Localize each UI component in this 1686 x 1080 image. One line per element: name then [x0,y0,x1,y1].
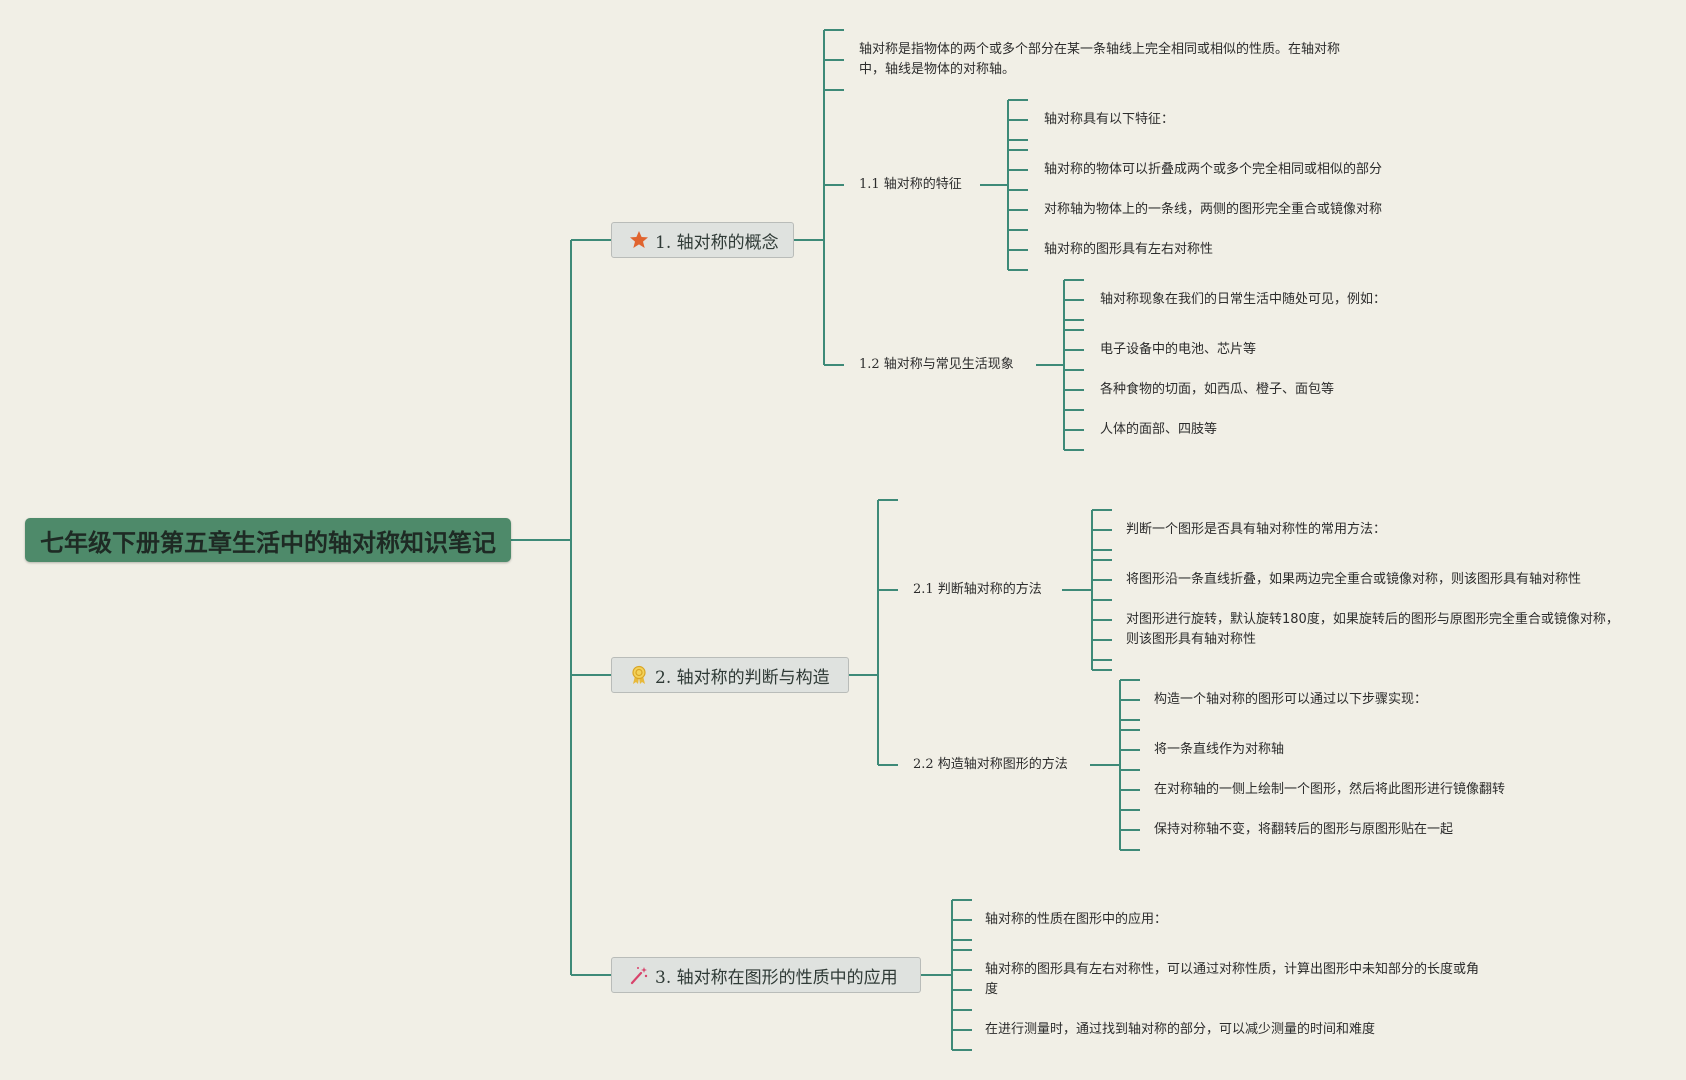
branch-2-label: 2. 轴对称的判断与构造 [655,667,830,688]
branch-3-item[interactable]: 在进行测量时，通过找到轴对称的部分，可以减少测量的时间和难度 [985,1022,1376,1037]
root-title: 七年级下册第五章生活中的轴对称知识笔记 [40,527,496,557]
subtopic-2-2-item[interactable]: 构造一个轴对称的图形可以通过以下步骤实现： [1154,692,1428,707]
subtopic-2-1-item[interactable]: 判断一个图形是否具有轴对称性的常用方法： [1126,522,1387,537]
subtopic-2-1-item[interactable]: 对图形进行旋转，默认旋转180度，如果旋转后的图形与原图形完全重合或镜像对称，则… [1126,612,1619,647]
root-topic[interactable]: 七年级下册第五章生活中的轴对称知识笔记 [25,518,511,562]
branch-3-label: 3. 轴对称在图形的性质中的应用 [655,967,898,988]
branch-2-topic[interactable]: 2. 轴对称的判断与构造 [611,657,849,693]
subtopic-1-1-item[interactable]: 轴对称具有以下特征： [1044,112,1175,127]
subtopic-2-2[interactable]: 2.2 构造轴对称图形的方法 [913,757,1068,772]
branch-3-topic[interactable]: 3. 轴对称在图形的性质中的应用 [611,957,921,993]
subtopic-1-2-item[interactable]: 各种食物的切面，如西瓜、橙子、面包等 [1100,382,1335,397]
branch-1-intro[interactable]: 轴对称是指物体的两个或多个部分在某一条轴线上完全相同或相似的性质。在轴对称中，轴… [859,42,1341,77]
subtopic-2-1-item[interactable]: 将图形沿一条直线折叠，如果两边完全重合或镜像对称，则该图形具有轴对称性 [1126,572,1582,587]
award-ribbon-icon [629,665,649,685]
subtopic-2-1[interactable]: 2.1 判断轴对称的方法 [913,582,1042,597]
subtopic-1-2[interactable]: 1.2 轴对称与常见生活现象 [859,357,1014,372]
subtopic-2-2-item[interactable]: 将一条直线作为对称轴 [1154,742,1285,757]
subtopic-1-2-item[interactable]: 人体的面部、四肢等 [1100,422,1218,437]
subtopic-1-2-item[interactable]: 轴对称现象在我们的日常生活中随处可见，例如： [1100,292,1387,307]
subtopic-1-1[interactable]: 1.1 轴对称的特征 [859,177,962,192]
star-icon [629,230,649,250]
subtopic-1-2-item[interactable]: 电子设备中的电池、芯片等 [1100,342,1257,357]
subtopic-1-1-item[interactable]: 对称轴为物体上的一条线，两侧的图形完全重合或镜像对称 [1044,202,1383,217]
branch-1-label: 1. 轴对称的概念 [655,232,779,253]
branch-3-item[interactable]: 轴对称的性质在图形中的应用： [985,912,1168,927]
subtopic-2-2-item[interactable]: 保持对称轴不变，将翻转后的图形与原图形贴在一起 [1154,822,1454,837]
branch-3-item[interactable]: 轴对称的图形具有左右对称性，可以通过对称性质，计算出图形中未知部分的长度或角度 [985,962,1480,997]
subtopic-2-2-item[interactable]: 在对称轴的一侧上绘制一个图形，然后将此图形进行镜像翻转 [1154,782,1506,797]
subtopic-1-1-item[interactable]: 轴对称的图形具有左右对称性 [1044,242,1214,257]
subtopic-1-1-item[interactable]: 轴对称的物体可以折叠成两个或多个完全相同或相似的部分 [1044,162,1383,177]
branch-1-topic[interactable]: 1. 轴对称的概念 [611,222,794,258]
magic-wand-icon [629,965,649,985]
